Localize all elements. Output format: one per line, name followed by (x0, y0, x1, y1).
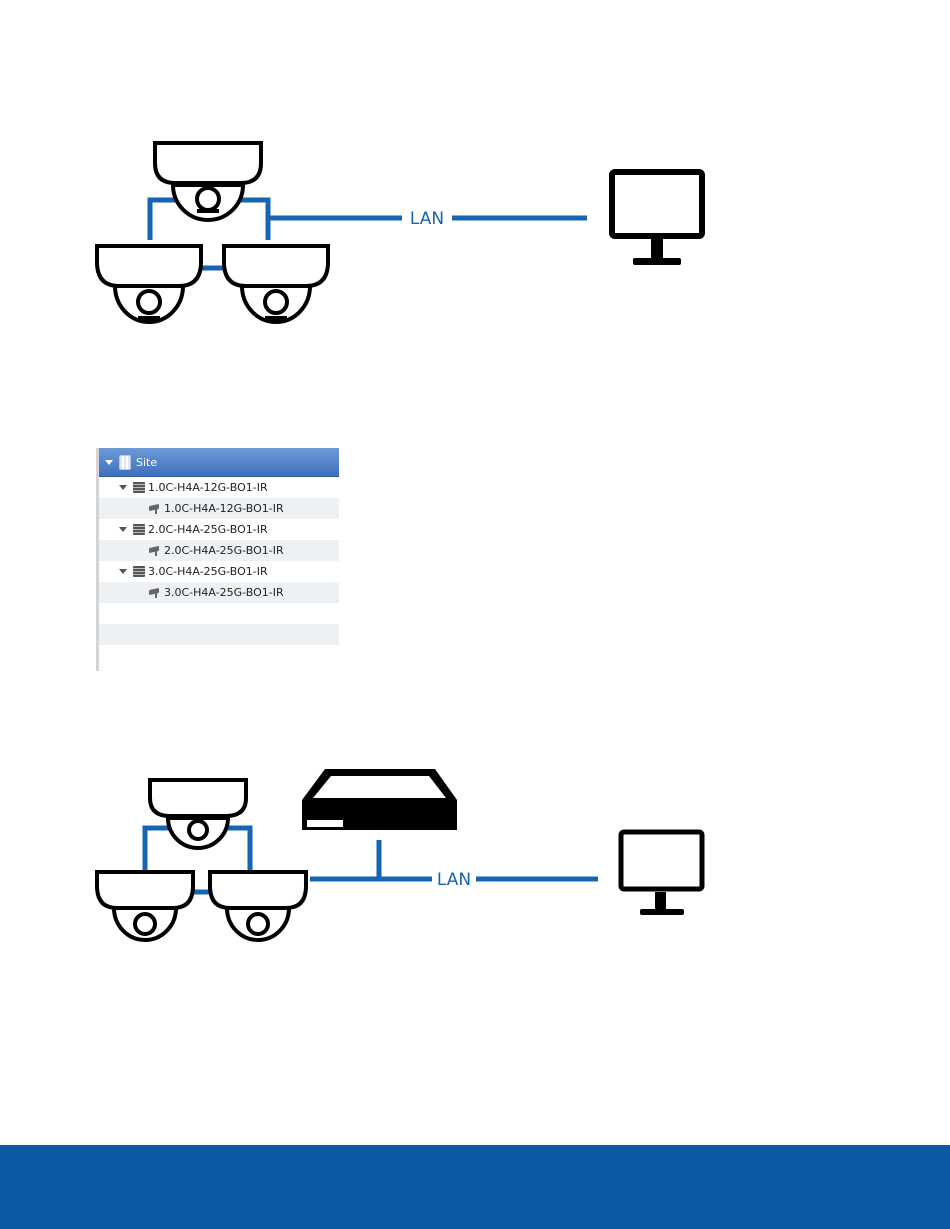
site-icon (119, 455, 131, 470)
site-tree-panel: Site 1.0C-H4A-12G-BO1-IR 1.0C-H4A-12G-BO… (96, 448, 339, 671)
tree-row-server-3[interactable]: 3.0C-H4A-25G-BO1-IR (99, 561, 339, 582)
camera-icon (149, 588, 161, 598)
tree-row-empty (99, 645, 339, 666)
tree-row-camera-3[interactable]: 3.0C-H4A-25G-BO1-IR (99, 582, 339, 603)
server-name: 1.0C-H4A-12G-BO1-IR (148, 481, 268, 494)
tree-row-server-2[interactable]: 2.0C-H4A-25G-BO1-IR (99, 519, 339, 540)
camera-icon (149, 504, 161, 514)
tree-row-camera-1[interactable]: 1.0C-H4A-12G-BO1-IR (99, 498, 339, 519)
lan-label: LAN (437, 870, 471, 890)
dome-camera-left-icon (97, 246, 201, 322)
network-diagram-cameras-to-workstation: LAN (0, 120, 950, 340)
server-icon (133, 566, 145, 577)
monitor-icon (621, 832, 702, 915)
collapse-arrow-icon[interactable] (119, 485, 127, 490)
dome-camera-left-icon (97, 872, 193, 940)
camera-icon (149, 546, 161, 556)
tree-row-server-1[interactable]: 1.0C-H4A-12G-BO1-IR (99, 477, 339, 498)
dome-camera-top-icon (155, 143, 261, 220)
monitor-icon (612, 172, 702, 265)
site-label: Site (136, 456, 157, 469)
server-icon (133, 482, 145, 493)
camera-name: 1.0C-H4A-12G-BO1-IR (164, 502, 284, 515)
collapse-arrow-icon[interactable] (105, 460, 113, 465)
lan-label: LAN (410, 209, 444, 229)
tree-row-camera-2[interactable]: 2.0C-H4A-25G-BO1-IR (99, 540, 339, 561)
collapse-arrow-icon[interactable] (119, 527, 127, 532)
network-video-recorder-icon (302, 769, 457, 830)
dome-camera-right-icon (224, 246, 328, 322)
footer-bar (0, 1145, 950, 1229)
collapse-arrow-icon[interactable] (119, 569, 127, 574)
server-name: 2.0C-H4A-25G-BO1-IR (148, 523, 268, 536)
server-name: 3.0C-H4A-25G-BO1-IR (148, 565, 268, 578)
tree-row-empty (99, 603, 339, 624)
dome-camera-top-icon (150, 780, 246, 848)
dome-camera-right-icon (210, 872, 306, 940)
tree-row-empty (99, 624, 339, 645)
camera-name: 3.0C-H4A-25G-BO1-IR (164, 586, 284, 599)
site-tree-header[interactable]: Site (99, 448, 339, 477)
network-diagram-cameras-recorder-workstation: LAN (0, 750, 950, 950)
server-icon (133, 524, 145, 535)
camera-name: 2.0C-H4A-25G-BO1-IR (164, 544, 284, 557)
